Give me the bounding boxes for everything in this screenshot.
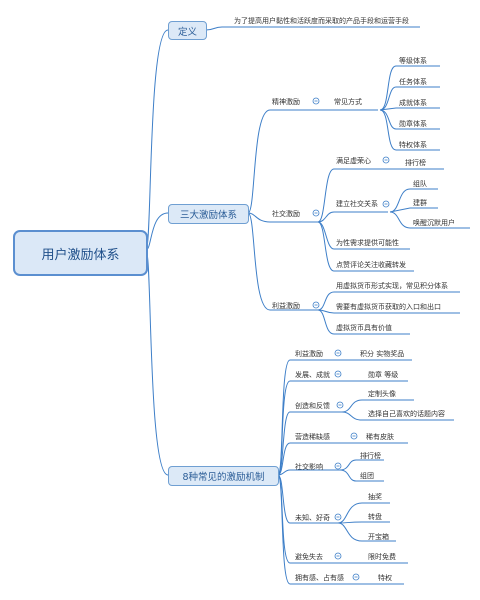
node-privilege-system[interactable]: 特权体系 xyxy=(399,141,427,149)
node-social-relation[interactable]: 建立社交关系 xyxy=(336,200,378,208)
node-level-system[interactable]: 等级体系 xyxy=(399,57,427,65)
node-mech-curiosity-child-1[interactable]: 抽奖 xyxy=(368,493,382,501)
node-mech-social-child-1[interactable]: 排行榜 xyxy=(360,452,381,460)
node-common-methods[interactable]: 常见方式 xyxy=(334,98,362,106)
node-build-group[interactable]: 建群 xyxy=(413,199,427,207)
node-mech-avoid-loss[interactable]: 避免失去 xyxy=(295,553,323,561)
node-mech-social[interactable]: 社交影响 xyxy=(295,463,323,471)
node-task-system[interactable]: 任务体系 xyxy=(399,78,427,86)
node-mech-benefit[interactable]: 利益激励 xyxy=(295,350,323,358)
node-mech-scarcity[interactable]: 营造稀缺感 xyxy=(295,433,330,441)
node-badge-system[interactable]: 勋章体系 xyxy=(399,120,427,128)
node-mech-ownership[interactable]: 拥有感、占有感 xyxy=(295,574,344,582)
node-virtual-currency[interactable]: 用虚拟货币形式实现，常见积分体系 xyxy=(336,282,448,290)
node-leaderboard[interactable]: 排行榜 xyxy=(405,159,426,167)
node-mech-scarcity-child[interactable]: 稀有皮肤 xyxy=(366,433,394,441)
node-eight-mechanisms[interactable]: 8种常见的激励机制 xyxy=(168,466,279,486)
node-currency-value[interactable]: 虚拟货币具有价值 xyxy=(336,324,392,332)
node-definition[interactable]: 定义 xyxy=(168,21,207,40)
node-vanity[interactable]: 满足虚荣心 xyxy=(336,157,371,165)
node-mech-growth-child[interactable]: 勋章 等级 xyxy=(368,371,399,379)
node-social-incentive[interactable]: 社交激励 xyxy=(272,210,300,218)
node-mech-ownership-child[interactable]: 特权 xyxy=(378,574,392,582)
node-mech-curiosity-child-3[interactable]: 开宝箱 xyxy=(368,533,389,541)
definition-text: 为了提高用户黏性和活跃度而采取的产品手段和运营手段 xyxy=(234,17,409,25)
node-achievement-system[interactable]: 成就体系 xyxy=(399,99,427,107)
node-likes-comments[interactable]: 点赞评论关注收藏转发 xyxy=(336,261,406,269)
node-needs[interactable]: 为性需求提供可能性 xyxy=(336,239,399,247)
node-benefit-incentive[interactable]: 利益激励 xyxy=(272,302,300,310)
node-mech-create[interactable]: 创造和反馈 xyxy=(295,402,330,410)
node-mech-curiosity[interactable]: 未知、好奇 xyxy=(295,514,330,522)
root-node[interactable]: 用户激励体系 xyxy=(13,230,148,276)
node-mech-curiosity-child-2[interactable]: 转盘 xyxy=(368,513,382,521)
node-mech-avoid-loss-child[interactable]: 限时免费 xyxy=(368,553,396,561)
node-wake-silent-users[interactable]: 唤醒沉默用户 xyxy=(413,219,455,227)
node-team-up[interactable]: 组队 xyxy=(413,180,427,188)
node-currency-entry-exit[interactable]: 需要有虚拟货币获取的入口和出口 xyxy=(336,303,441,311)
node-mech-social-child-2[interactable]: 组团 xyxy=(360,472,374,480)
node-mech-create-child-2[interactable]: 选择自己喜欢的话题内容 xyxy=(368,410,445,418)
node-mech-benefit-child[interactable]: 积分 实物奖品 xyxy=(360,350,405,358)
node-three-systems[interactable]: 三大激励体系 xyxy=(168,204,249,224)
node-mech-growth[interactable]: 发展、成就 xyxy=(295,371,330,379)
node-spirit-incentive[interactable]: 精神激励 xyxy=(272,98,300,106)
node-mech-create-child-1[interactable]: 定制头像 xyxy=(368,390,396,398)
